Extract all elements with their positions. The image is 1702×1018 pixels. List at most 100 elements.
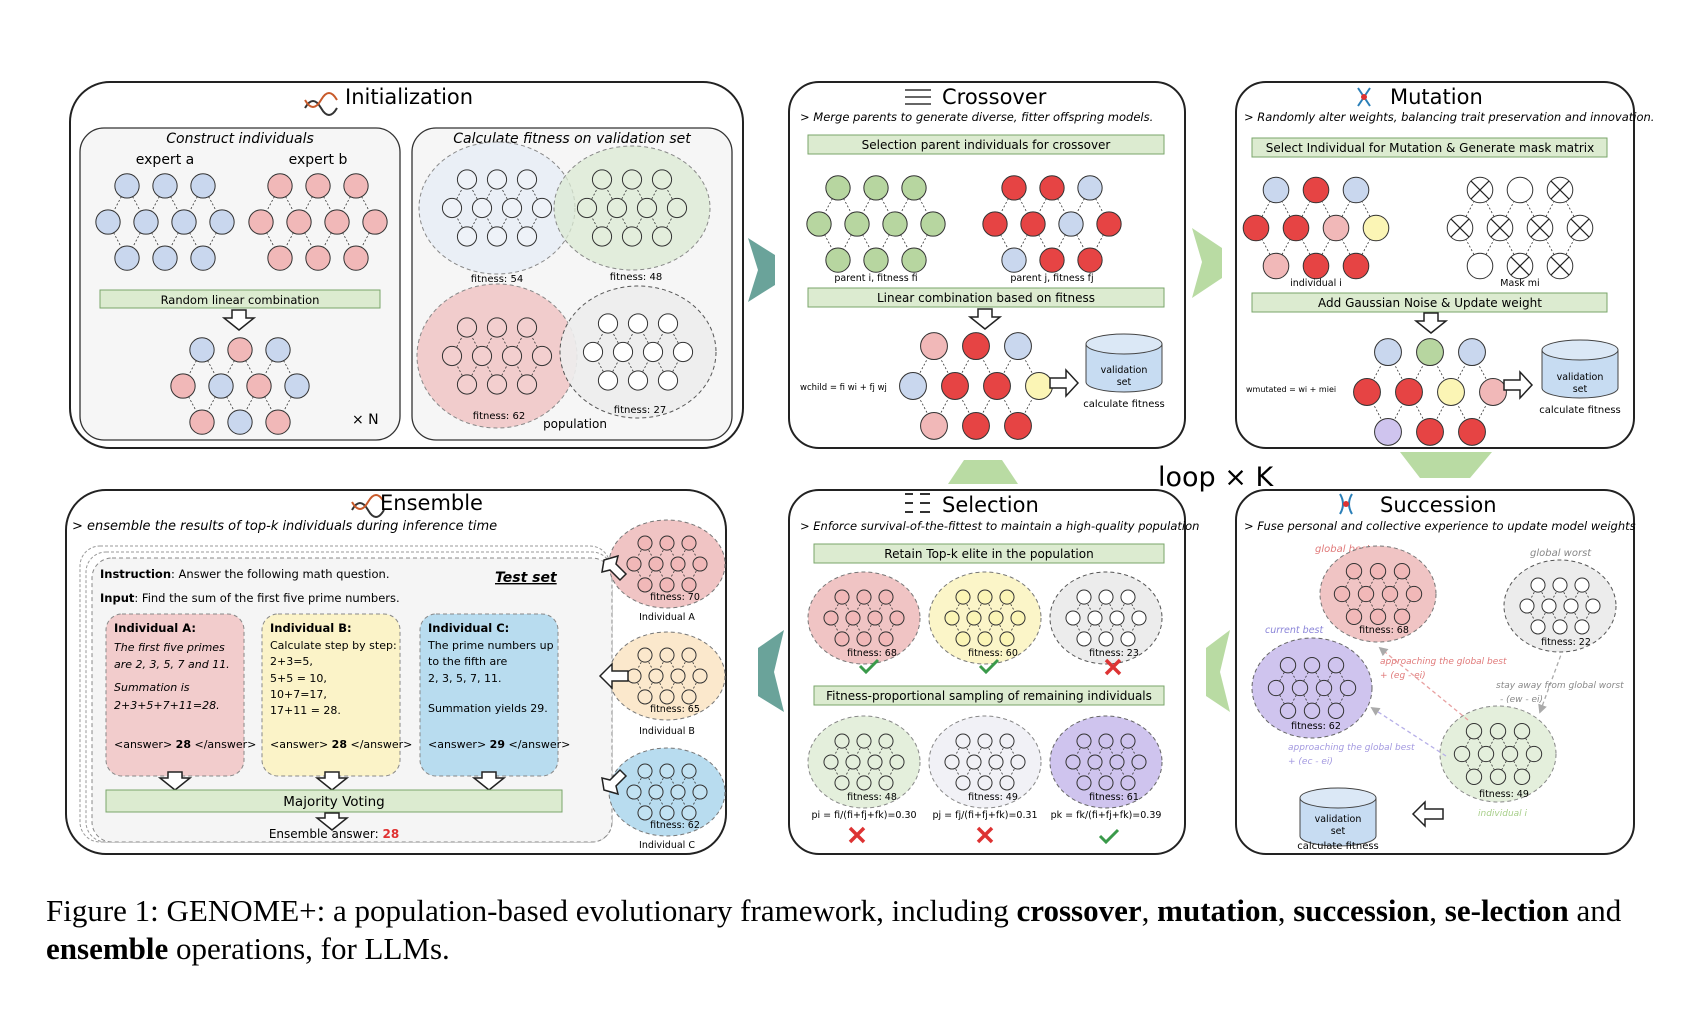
- fitness-27-label: fitness: 27: [614, 405, 666, 416]
- node-icon: [637, 647, 653, 663]
- node-icon: [471, 345, 493, 367]
- individual-c-model-label: Individual C: [639, 840, 695, 851]
- figure-caption: Figure 1: GENOME+: a population-based ev…: [46, 893, 1622, 966]
- node-icon: [1302, 252, 1330, 280]
- expert-b-network: [248, 173, 388, 271]
- node-icon: [1369, 608, 1387, 625]
- crossover-bar-2: [807, 287, 1165, 308]
- node-icon: [878, 733, 894, 749]
- node-icon: [362, 209, 388, 235]
- cross-icon: [976, 826, 994, 844]
- node-icon: [456, 317, 478, 338]
- dna-icon: [1357, 87, 1371, 107]
- node-icon: [1242, 214, 1270, 242]
- stay-away-formula: - (ew - ei): [1500, 695, 1543, 705]
- mutation-title: Mutation: [1390, 85, 1483, 109]
- fitness-62-label: fitness: 62: [1291, 721, 1341, 732]
- node-icon: [286, 209, 312, 235]
- random-combination-label: Random linear combination: [161, 293, 320, 307]
- mutation-panel: [1235, 81, 1635, 449]
- fitness-49-label: fitness: 49: [1479, 789, 1529, 800]
- child-network: [899, 332, 1053, 440]
- calc-fitness-label: calculate fitness: [1539, 405, 1621, 416]
- right-arrow-icon: [1049, 368, 1080, 398]
- node-icon: [955, 733, 971, 749]
- prob-i-label: pi = fi/(fi+fj+fk)=0.30: [811, 810, 916, 821]
- arrow-icon: [601, 768, 628, 796]
- mutation-formula: wmutated = wi + miei: [1246, 385, 1336, 394]
- node-icon: [305, 245, 331, 271]
- individual-a-title: Individual A:: [114, 621, 196, 635]
- node-icon: [343, 245, 369, 271]
- node-icon: [576, 197, 598, 219]
- mutation-bar-2: [1251, 292, 1608, 313]
- node-icon: [856, 631, 872, 647]
- individual-b-line: 2+3=5,: [270, 655, 313, 668]
- node-icon: [170, 373, 196, 399]
- node-icon: [845, 754, 861, 770]
- node-icon: [1525, 745, 1543, 763]
- node-icon: [834, 733, 850, 749]
- node-icon: [1369, 563, 1387, 580]
- individual-b-model-label: Individual B: [639, 726, 695, 737]
- node-icon: [1393, 563, 1411, 580]
- node-icon: [823, 610, 839, 626]
- node-icon: [659, 535, 675, 551]
- node-icon: [1303, 702, 1321, 719]
- mutation-bar-1: [1251, 137, 1608, 158]
- node-icon: [962, 411, 990, 440]
- crossover-title: Crossover: [942, 85, 1047, 109]
- node-icon: [889, 610, 905, 626]
- node-icon: [962, 332, 990, 361]
- node-icon: [305, 173, 331, 199]
- node-icon: [441, 197, 463, 219]
- node-icon: [1065, 610, 1081, 626]
- node-icon: [152, 173, 178, 199]
- down-arrow-icon: [471, 771, 507, 791]
- node-icon: [1109, 610, 1125, 626]
- node-icon: [844, 211, 870, 237]
- node-icon: [1374, 338, 1402, 367]
- node-icon: [95, 209, 121, 235]
- node-icon: [999, 733, 1015, 749]
- global-worst-label: global worst: [1530, 548, 1592, 559]
- node-icon: [863, 175, 889, 201]
- node-icon: [806, 211, 832, 237]
- node-icon: [637, 805, 653, 821]
- dna-icon: [905, 89, 931, 105]
- node-icon: [1395, 378, 1423, 406]
- node-icon: [1477, 745, 1495, 763]
- node-icon: [834, 589, 850, 605]
- node-icon: [666, 197, 688, 219]
- node-icon: [920, 332, 948, 361]
- node-icon: [856, 733, 872, 749]
- individual-a-line: are 2, 3, 5, 7 and 11.: [114, 658, 230, 671]
- down-arrow-icon: [314, 812, 350, 831]
- node-icon: [1327, 702, 1345, 719]
- selection-bar-1-label: Retain Top-k elite in the population: [884, 547, 1093, 561]
- node-icon: [1501, 745, 1519, 763]
- node-icon: [1076, 589, 1092, 605]
- node-icon: [621, 169, 643, 190]
- node-icon: [501, 197, 523, 219]
- node-icon: [1362, 214, 1390, 242]
- individual-a-line: Summation is: [114, 681, 190, 694]
- mutated-network: [1353, 338, 1507, 446]
- selection-title: Selection: [942, 493, 1039, 517]
- node-icon: [343, 173, 369, 199]
- node-icon: [1458, 338, 1486, 367]
- node-icon: [882, 211, 908, 237]
- construct-title: Construct individuals: [166, 131, 314, 147]
- node-icon: [1010, 754, 1026, 770]
- crossover-formula: wchild = fi wi + fj wj: [800, 383, 887, 393]
- node-icon: [670, 784, 686, 800]
- node-icon: [823, 754, 839, 770]
- node-icon: [681, 763, 697, 779]
- individual-a-line: The first five primes: [114, 641, 225, 654]
- crossover-bar-1: [807, 134, 1165, 155]
- node-icon: [920, 211, 946, 237]
- node-icon: [1393, 608, 1411, 625]
- node-icon: [597, 370, 619, 391]
- mask-matrix-network: [1446, 176, 1594, 280]
- node-icon: [1098, 733, 1114, 749]
